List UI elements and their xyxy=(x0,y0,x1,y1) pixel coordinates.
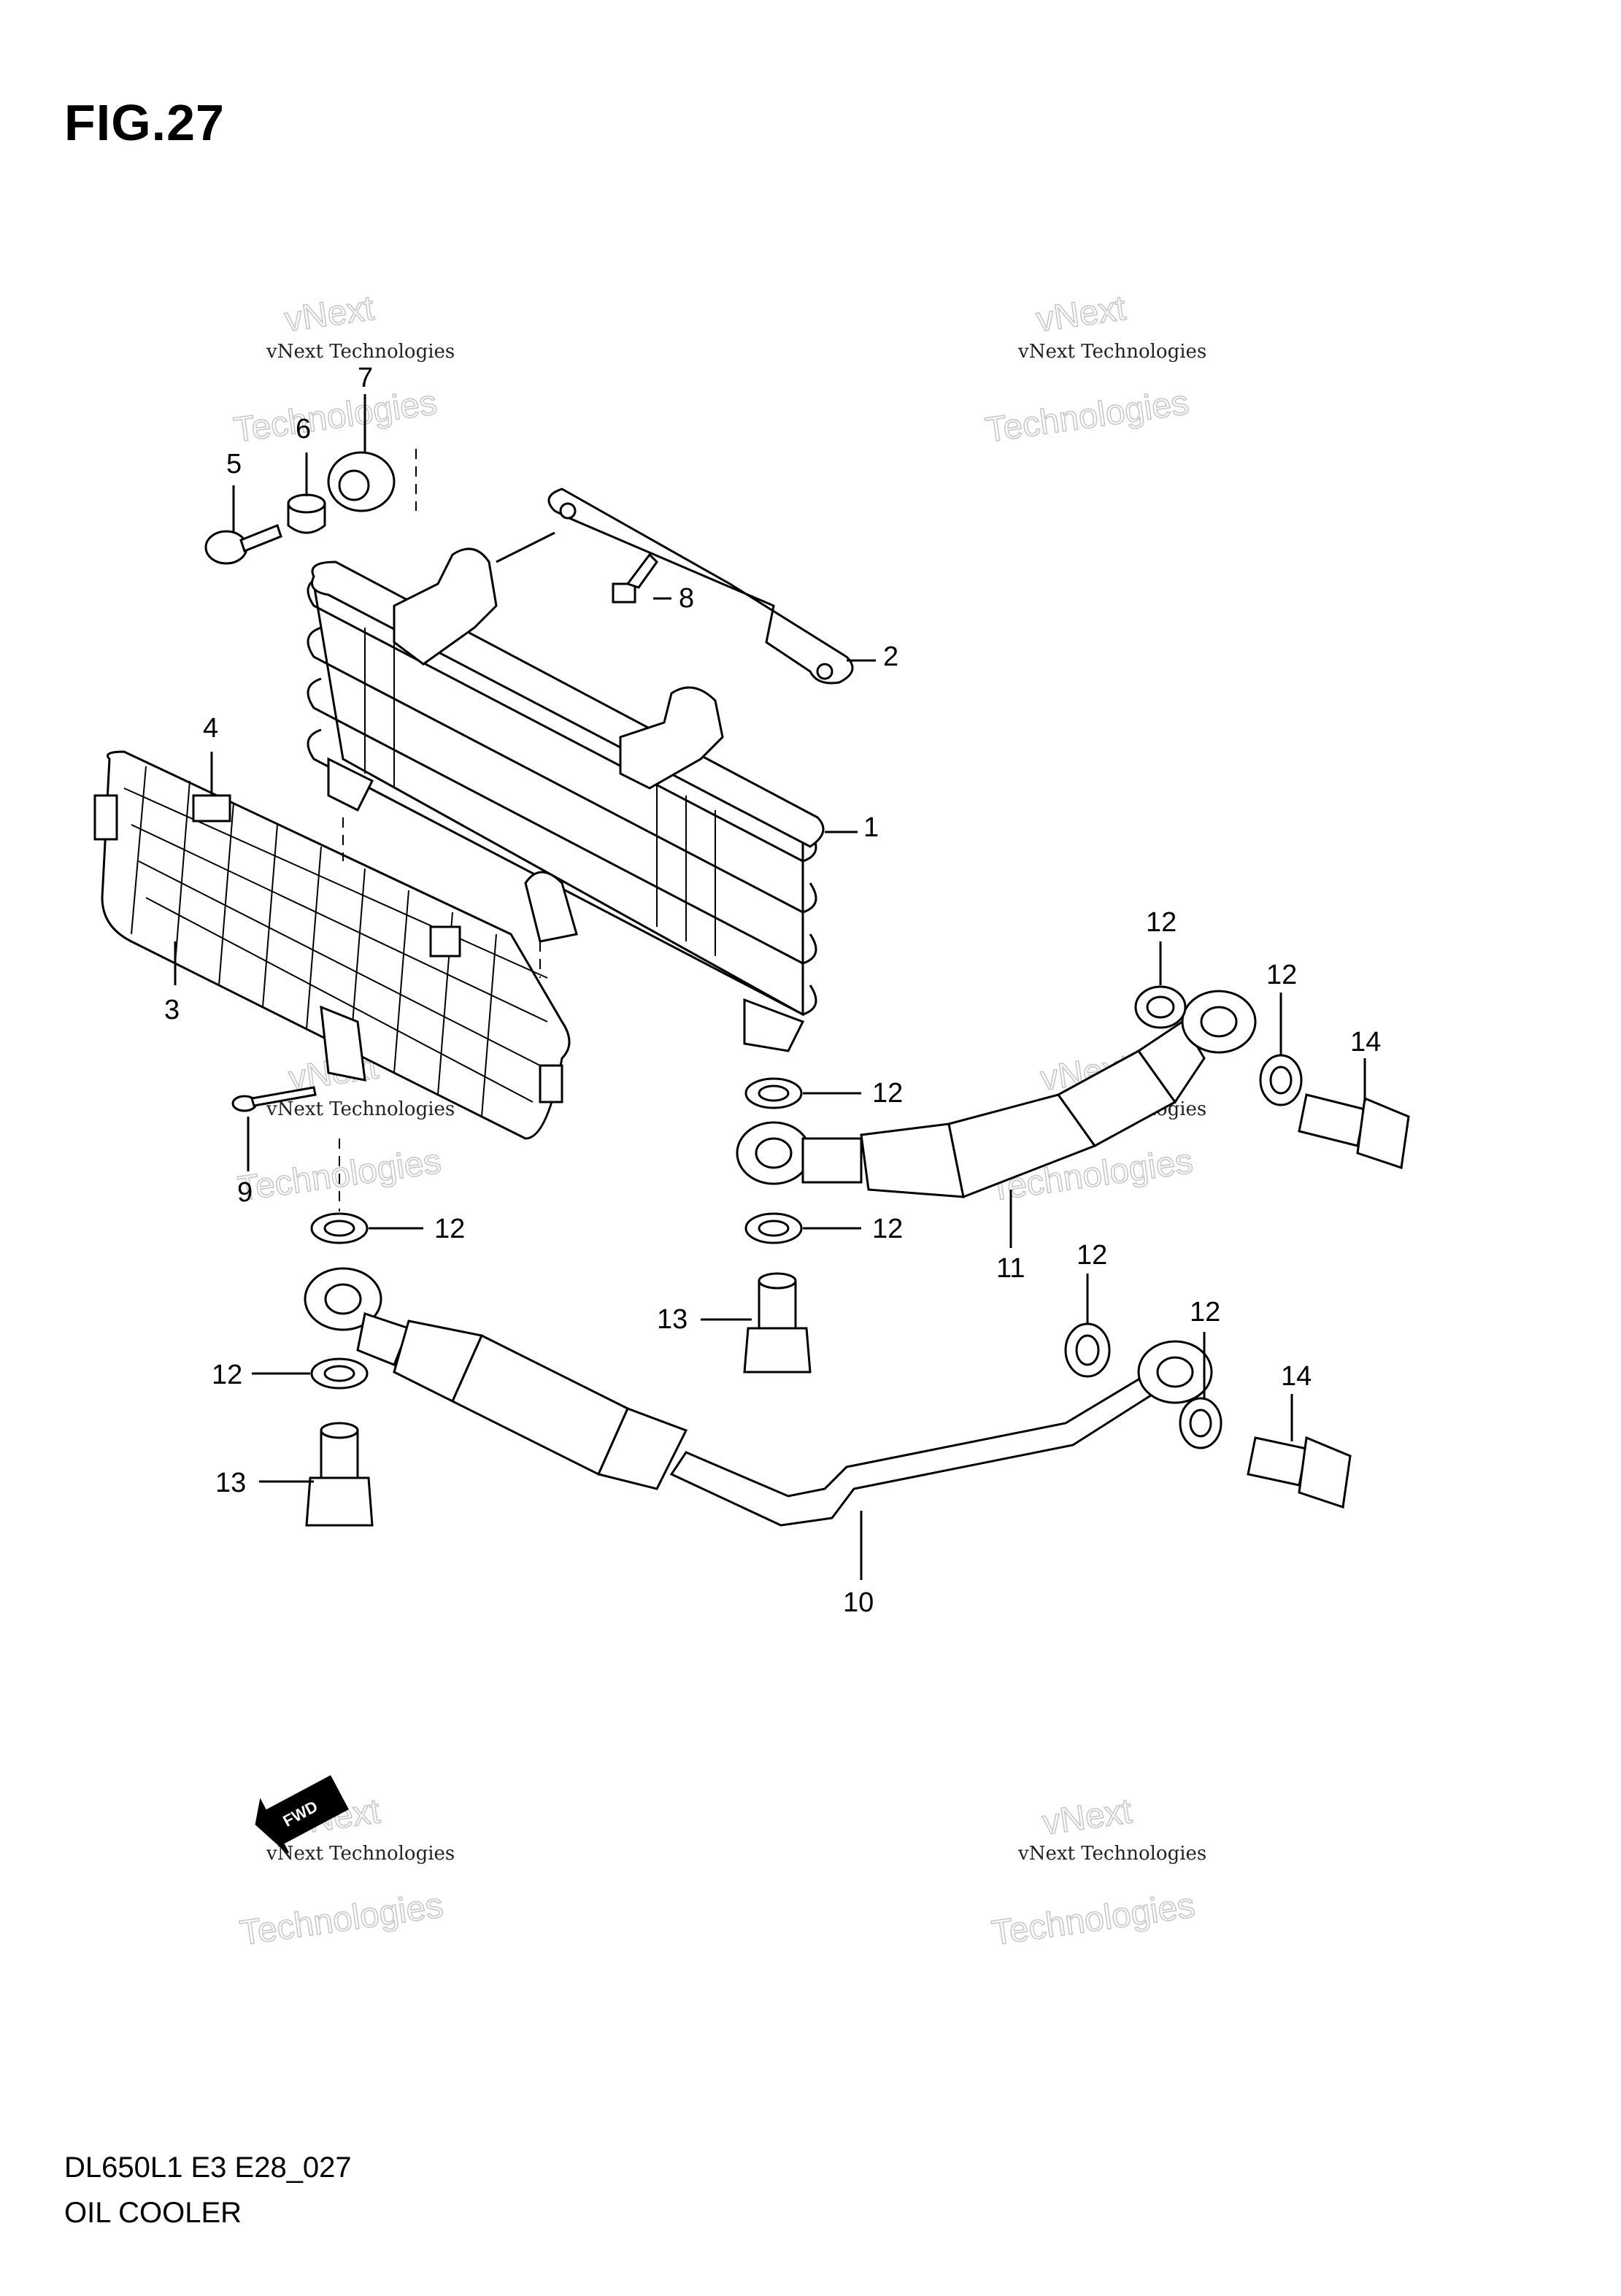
union-bolt-14 xyxy=(1247,1436,1352,1509)
washer-12 xyxy=(310,1212,369,1244)
watermark-small: vNext Technologies xyxy=(266,1843,455,1865)
collar-6 xyxy=(287,493,326,534)
watermark-big-1: vNext xyxy=(282,289,377,340)
bracket xyxy=(547,488,854,685)
washer-12 xyxy=(1134,985,1187,1029)
model-code: DL650L1 E3 E28_027 xyxy=(64,2151,352,2184)
callout-1: 1 xyxy=(863,812,879,843)
callout-13: 13 xyxy=(657,1304,688,1335)
callout-11: 11 xyxy=(996,1253,1025,1284)
watermark-big-1: vNext xyxy=(1034,289,1128,340)
union-bolt-13 xyxy=(305,1422,374,1527)
callout-12: 12 xyxy=(872,1078,903,1109)
watermark-big-2: Technologies xyxy=(989,1886,1197,1952)
fwd-arrow: FWD xyxy=(255,1775,349,1854)
cushion-7 xyxy=(327,451,396,512)
callout-5: 5 xyxy=(226,449,242,479)
union-bolt-13 xyxy=(743,1272,812,1374)
callout-numbers: 1 2 3 4 5 6 7 8 9 10 11 12 12 12 12 12 1… xyxy=(164,363,1381,1618)
callout-9: 9 xyxy=(237,1177,253,1208)
grille xyxy=(93,750,571,1140)
oil-hose-11 xyxy=(736,990,1257,1199)
watermark-big-1: vNext xyxy=(1040,1792,1134,1843)
callout-10: 10 xyxy=(843,1587,874,1618)
washer-12 xyxy=(310,1357,369,1390)
screw-9 xyxy=(231,1086,317,1112)
watermark-top-left: vNext Technologies xyxy=(231,288,439,450)
callout-2: 2 xyxy=(883,642,898,672)
callout-12: 12 xyxy=(1146,907,1177,938)
callout-12: 12 xyxy=(872,1214,903,1244)
washer-12 xyxy=(744,1212,803,1244)
callout-7: 7 xyxy=(358,363,373,393)
bolt-8 xyxy=(612,552,658,604)
watermark-bottom-right: vNext Technologies xyxy=(989,1791,1198,1953)
callout-8: 8 xyxy=(679,583,694,614)
leader-bracket xyxy=(496,531,555,563)
bolt-5 xyxy=(204,524,282,565)
callout-4: 4 xyxy=(203,713,218,744)
watermark-small: vNext Technologies xyxy=(266,1098,455,1120)
figure-title: FIG.27 xyxy=(64,94,225,151)
callout-13: 13 xyxy=(215,1468,246,1498)
callout-3: 3 xyxy=(164,995,180,1025)
callout-12: 12 xyxy=(1190,1297,1220,1328)
callout-12: 12 xyxy=(212,1360,242,1390)
watermark-top-right: vNext Technologies xyxy=(982,288,1191,450)
watermark-small: vNext Technologies xyxy=(1017,341,1206,363)
callout-12: 12 xyxy=(1266,960,1297,990)
fwd-arrow-icon xyxy=(255,1775,349,1854)
watermark-big-2: Technologies xyxy=(237,1886,445,1952)
oil-hose-10 xyxy=(304,1267,1213,1527)
callout-14: 14 xyxy=(1281,1361,1312,1392)
figure-caption: OIL COOLER xyxy=(64,2197,242,2229)
washer-12 xyxy=(1179,1397,1223,1449)
washer-12 xyxy=(1064,1322,1111,1378)
callout-12: 12 xyxy=(434,1214,465,1244)
watermark-big-2: Technologies xyxy=(231,383,439,450)
union-bolt-14 xyxy=(1298,1093,1410,1169)
oil-cooler-core xyxy=(307,547,825,1052)
leader-lines xyxy=(174,394,1366,1580)
watermark-small: vNext Technologies xyxy=(266,341,455,363)
washer-12 xyxy=(1259,1054,1303,1106)
watermark-small: vNext Technologies xyxy=(1017,1843,1206,1865)
callout-12: 12 xyxy=(1077,1240,1107,1271)
washer-12 xyxy=(744,1077,803,1109)
watermark-big-2: Technologies xyxy=(983,383,1191,450)
callout-14: 14 xyxy=(1350,1027,1381,1058)
callout-6: 6 xyxy=(296,414,311,444)
